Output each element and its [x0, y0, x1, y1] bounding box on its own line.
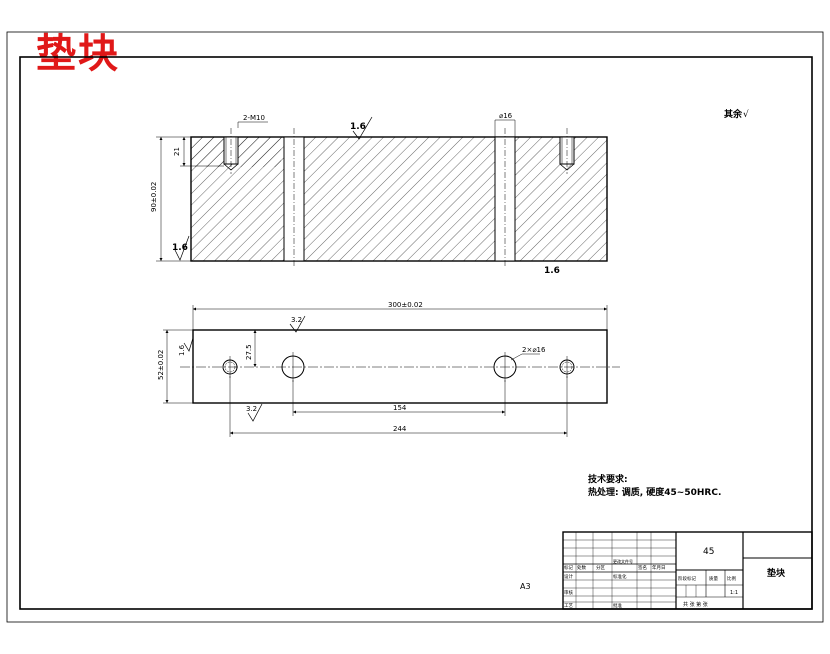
tb-label-review: 审核 — [564, 589, 573, 596]
tb-label-zone: 分区 — [596, 564, 605, 571]
tb-label-approve: 批准 — [613, 602, 622, 609]
dim-offset: 27.5 — [245, 344, 253, 360]
tb-label-scale: 比例 — [727, 575, 736, 582]
dim-length: 300±0.02 — [388, 301, 423, 309]
tb-label-standard: 标准化 — [613, 573, 627, 580]
roughness-other-symbol: √ — [743, 109, 749, 120]
dim-depth: 21 — [173, 147, 181, 156]
dim-thread-spacing: 244 — [393, 425, 407, 433]
tb-label-change: 更改文件号 — [613, 558, 633, 564]
dim-height: 90±0.02 — [150, 182, 158, 212]
tb-part-name: 垫块 — [767, 567, 786, 579]
tb-sheet-info: 共 张 第 张 — [683, 601, 708, 608]
roughness-top-topview: 3.2 — [291, 316, 302, 324]
roughness-bottom-topview: 3.2 — [246, 405, 257, 413]
roughness-other-note: 其余 — [724, 108, 743, 120]
tb-label-date: 年月日 — [652, 564, 666, 571]
tb-label-process: 工艺 — [564, 603, 573, 609]
tb-label-sign: 签名 — [638, 564, 647, 571]
dim-hole: ⌀16 — [499, 112, 513, 120]
tb-label-weight: 质量 — [709, 575, 718, 582]
tb-material: 45 — [703, 547, 714, 557]
tb-label-count: 处数 — [577, 564, 586, 571]
roughness-top-front: 1.6 — [350, 122, 366, 132]
dim-holes: 2×⌀16 — [522, 346, 546, 354]
tb-scale: 1:1 — [730, 590, 738, 596]
title-block: 标记 处数 分区 更改文件号 签名 年月日 设计 标准化 阶段标记 质量 比例 … — [562, 531, 813, 610]
roughness-right-front: 1.6 — [544, 266, 560, 276]
roughness-left-front: 1.6 — [172, 243, 188, 253]
roughness-side-topview: 1.6 — [178, 344, 186, 356]
tb-label-mark: 标记 — [564, 564, 573, 571]
dim-hole-spacing: 154 — [393, 404, 407, 412]
dim-width: 52±0.02 — [157, 350, 165, 380]
dim-thread: 2-M10 — [243, 114, 265, 122]
top-view: 300±0.02 3.2 52±0.02 1.6 27.5 2×⌀16 3.2 … — [157, 301, 620, 437]
sheet-size-label: A3 — [520, 582, 531, 591]
drawing-title-stamp: 垫块 — [36, 30, 120, 77]
tech-req-line1: 热处理: 调质, 硬度45~50HRC. — [588, 486, 721, 498]
tb-label-design: 设计 — [564, 573, 573, 580]
tb-label-stage: 阶段标记 — [678, 575, 696, 582]
tech-req-heading: 技术要求: — [588, 473, 628, 485]
outer-border — [6, 31, 824, 623]
inner-border — [19, 56, 813, 610]
front-view: 2-M10 ⌀16 1.6 21 90±0.02 1.6 1.6 — [150, 112, 608, 276]
